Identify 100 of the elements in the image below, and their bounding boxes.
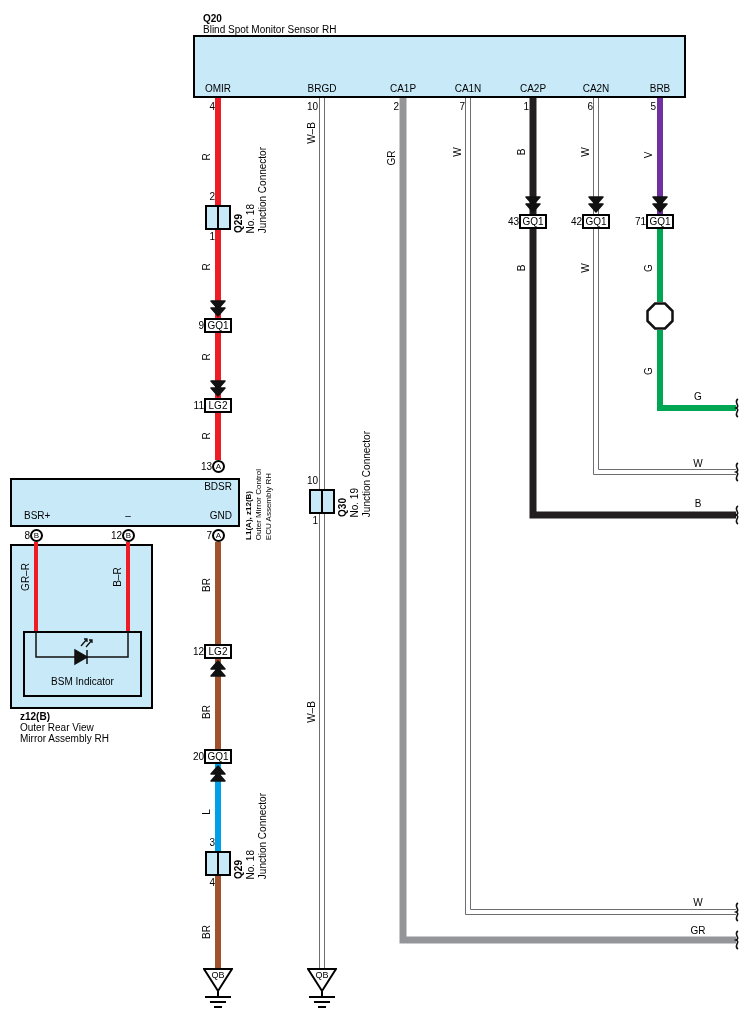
pin-number: 71 (634, 216, 646, 227)
arrow (588, 97, 604, 215)
wire (215, 413, 221, 460)
component-name: ECU Assembly RH (264, 472, 273, 540)
pin-name: GND (209, 511, 232, 521)
wire (215, 876, 221, 968)
arrow (210, 659, 226, 749)
connector-code: GQ1 (522, 216, 544, 227)
wire-color-label: B (694, 499, 702, 509)
wire-color-label: L (202, 809, 212, 815)
indicator-box (23, 631, 142, 697)
component-code: z12(B) (20, 711, 51, 722)
pin-number: 5 (650, 102, 656, 112)
pin-name: CA2N (582, 84, 610, 94)
wire (215, 98, 221, 205)
pin-name: BDSR (204, 482, 232, 492)
connector-code: GQ1 (649, 216, 671, 227)
wire-color-label: G (644, 264, 654, 272)
pin-letter: A (215, 531, 222, 540)
component-name: No. 18 (245, 849, 256, 879)
wire-color-label: R (202, 432, 212, 440)
wire-color-label: BR (202, 705, 212, 719)
wire (465, 97, 737, 915)
octagon-symbol (646, 302, 674, 330)
wire-color-label: V (644, 151, 654, 159)
wire (126, 542, 130, 631)
wire (529, 229, 736, 519)
component-code: Q29 (233, 214, 244, 233)
pin-number: 3 (209, 838, 215, 848)
pin-number: 43 (507, 216, 519, 227)
pin-name: CA1P (389, 84, 417, 94)
component-code: Q30 (337, 498, 348, 517)
pin-number: 1 (209, 232, 215, 242)
component-code: L1(A), z12(B) (244, 491, 253, 540)
component-name: Outer Mirror Control (254, 468, 263, 540)
wire-color-label: W (580, 147, 591, 157)
pin-number: 2 (393, 102, 399, 112)
wire-color-label: GR (386, 150, 397, 166)
pin-name: BRGD (307, 84, 337, 94)
pin-number: 8 (24, 530, 30, 541)
wire-color-label: G (644, 367, 654, 375)
arrow (652, 98, 668, 214)
component-name: Mirror Assembly RH (20, 733, 109, 744)
wire (215, 542, 221, 644)
arrow (210, 230, 226, 318)
arrow (210, 333, 226, 398)
component-code: Q20 (203, 13, 223, 24)
pin-number: 6 (587, 102, 593, 112)
wire (657, 330, 736, 411)
wire-color-label: GR–R (21, 563, 31, 591)
wire-color-label: B–R (113, 567, 123, 587)
connector-code: LG2 (208, 400, 228, 411)
wire-color-label: R (202, 263, 212, 271)
pin-name: CA2P (519, 84, 547, 94)
ground-symbol (307, 968, 337, 1008)
wire-color-label: W (580, 263, 591, 273)
wire (34, 542, 38, 631)
ecu-box (10, 478, 240, 527)
connector-code: GQ1 (207, 320, 229, 331)
wire-color-label: B (516, 264, 527, 272)
pin-number: 9 (198, 320, 204, 331)
pin-letter: A (215, 462, 222, 471)
component-name: BSM Indicator (50, 677, 115, 687)
ground-code: QB (210, 971, 226, 980)
pin-number: 7 (206, 530, 212, 541)
pin-number: 2 (209, 192, 215, 202)
wire-color-label: W (693, 898, 703, 908)
wire (657, 229, 663, 302)
pin-number: 1 (523, 102, 529, 112)
pin-letter: B (33, 531, 40, 540)
wire-color-label: G (694, 392, 702, 402)
component-code: Q29 (233, 860, 244, 879)
wire-color-label: BR (202, 578, 212, 592)
pin-number: 10 (306, 476, 318, 486)
connector-code: LG2 (208, 646, 228, 657)
wire (319, 513, 325, 969)
component-name: No. 18 (245, 203, 256, 233)
component-name: Junction Connector (257, 792, 268, 879)
pin-number: 1 (312, 516, 318, 526)
pin-number: 12 (192, 646, 204, 657)
pin-number: 12 (110, 530, 122, 541)
wire-color-label: GR (690, 926, 706, 936)
ground-symbol (203, 968, 233, 1008)
wire-color-label: R (202, 353, 212, 361)
pin-letter: B (125, 531, 132, 540)
wire-color-label: W–B (306, 122, 317, 144)
pin-name: – (125, 511, 131, 521)
wire-color-label: R (202, 153, 212, 161)
wire-color-label: W–B (306, 701, 317, 723)
wire-color-label: B (516, 148, 527, 156)
pin-number: 4 (209, 878, 215, 888)
component-name: Junction Connector (361, 430, 372, 517)
pin-number: 11 (193, 400, 204, 411)
wire (593, 228, 737, 475)
pin-name: BRB (649, 84, 671, 94)
pin-number: 42 (570, 216, 582, 227)
wire-color-label: W (452, 147, 463, 157)
arrow (525, 98, 541, 214)
component-name: Junction Connector (257, 146, 268, 233)
pin-number: 10 (306, 102, 318, 112)
